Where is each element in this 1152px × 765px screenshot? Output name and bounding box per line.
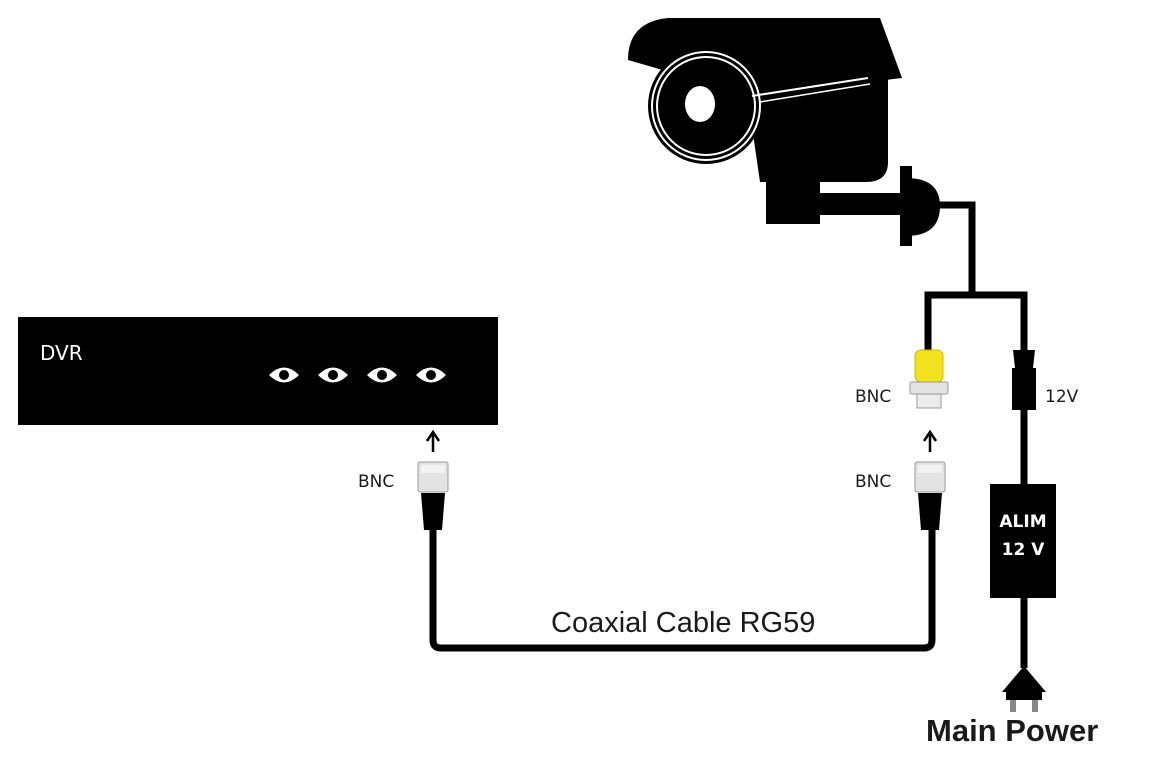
dvr-port-3	[367, 367, 397, 383]
dvr-port-4	[416, 367, 446, 383]
power-plug-label: 12V	[1045, 387, 1079, 407]
camera-coax-bnc-connector	[914, 429, 946, 530]
camera-bnc-top-label: BNC	[855, 387, 891, 407]
cable-label: Coaxial Cable RG59	[551, 607, 815, 639]
dvr-box	[18, 317, 498, 425]
power-supply-line2: 12 V	[1002, 540, 1046, 560]
arrow-up-icon	[922, 429, 938, 452]
dvr-bnc-connector	[417, 429, 449, 530]
dvr-port-1	[269, 367, 299, 383]
camera-bnc-bottom-label: BNC	[855, 472, 891, 492]
dvr-unit: DVR	[18, 317, 498, 425]
security-camera-icon	[628, 18, 940, 246]
dvr-port-2	[318, 367, 348, 383]
camera-video-bnc-connector	[909, 349, 949, 409]
arrow-up-icon	[425, 429, 441, 452]
dvr-bnc-label: BNC	[358, 472, 394, 492]
power-supply-box	[990, 484, 1056, 598]
power-supply-line1: ALIM	[999, 512, 1046, 532]
mains-plug-icon	[1002, 666, 1046, 712]
mains-label: Main Power	[926, 713, 1098, 748]
coaxial-cable	[429, 530, 936, 652]
dc-power-plug	[1012, 350, 1036, 410]
camera-lead-cable	[912, 201, 1028, 350]
camera-lens-icon	[685, 86, 715, 122]
dvr-label: DVR	[40, 341, 83, 365]
